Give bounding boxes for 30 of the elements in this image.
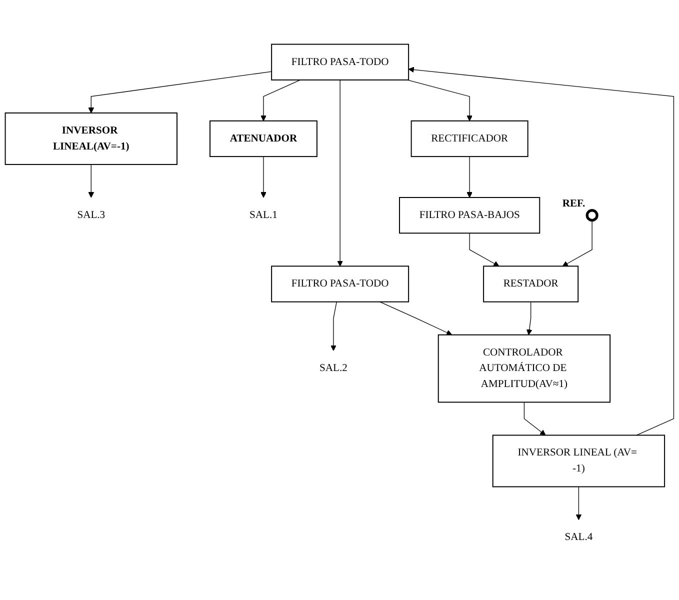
arrow: [466, 156, 472, 198]
node-box: ATENUADOR: [210, 120, 318, 158]
arrow: [469, 232, 500, 267]
arrow: [88, 164, 94, 198]
arrow: [408, 66, 674, 436]
node-box: FILTRO PASA-BAJOS: [399, 197, 540, 234]
arrow: [524, 402, 546, 436]
arrow: [330, 302, 337, 352]
arrow: [260, 80, 301, 122]
arrow: [379, 302, 452, 336]
node-box: FILTRO PASA-TODO: [271, 266, 410, 302]
arrow: [88, 71, 272, 114]
node-box: INVERSOR LINEAL(AV=-1): [4, 112, 178, 166]
node-box: RECTIFICADOR: [410, 120, 528, 158]
node-box: RESTADOR: [483, 266, 579, 302]
node-box: CONTROLADOR AUTOMÁTICO DE AMPLITUD(AV≈1): [438, 334, 611, 403]
arrow: [406, 80, 472, 122]
arrow: [260, 156, 266, 198]
node-label: REF.: [562, 198, 586, 210]
node-text: SAL.1: [250, 210, 278, 221]
arrow: [576, 486, 582, 520]
node-text: SAL.4: [564, 532, 593, 544]
arrow: [562, 220, 592, 267]
node-text: SAL.3: [77, 210, 106, 221]
node-box: INVERSOR LINEAL (AV= -1): [492, 434, 666, 488]
node-box: FILTRO PASA-TODO: [271, 44, 410, 81]
node-circle: [586, 209, 598, 222]
node-text: SAL.2: [320, 362, 348, 374]
arrow: [337, 80, 343, 267]
arrow: [526, 302, 532, 336]
